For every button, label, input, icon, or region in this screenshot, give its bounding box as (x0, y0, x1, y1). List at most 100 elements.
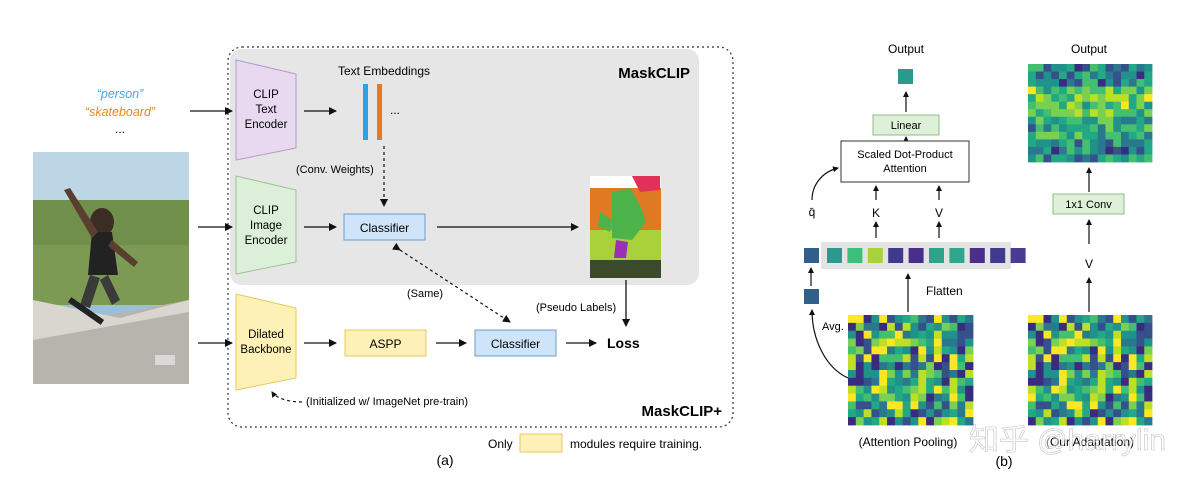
heatmap-ours-cell (1105, 409, 1114, 418)
heatmap-ours-cell (1090, 362, 1099, 371)
heatmap-ours-cell (1113, 346, 1122, 355)
heatmap-attn-pool-cell (957, 330, 966, 339)
heatmap-output-cell (1051, 124, 1060, 133)
heatmap-attn-pool-cell (879, 330, 888, 339)
classifier2-box (474, 329, 557, 357)
heatmap-attn-pool-cell (887, 338, 896, 347)
heatmap-output-cell (1113, 139, 1122, 148)
heatmap-attn-pool-cell (918, 354, 927, 363)
heatmap-ours-cell (1090, 409, 1099, 418)
dense-output-map (1028, 64, 1153, 163)
heatmap-ours-cell (1144, 377, 1153, 387)
heatmap-ours-cell (1035, 322, 1044, 332)
heatmap-ours-cell (1074, 330, 1083, 339)
heatmap-ours-cell (1144, 417, 1153, 426)
heatmap-output-cell (1121, 131, 1130, 140)
heatmap-ours-cell (1082, 417, 1091, 426)
heatmap-ours-cell (1136, 354, 1145, 363)
heatmap-attn-pool-cell (887, 362, 896, 371)
heatmap-attn-pool-cell (902, 401, 911, 410)
heatmap-output-cell (1043, 71, 1052, 80)
attention-box (840, 140, 970, 183)
heatmap-ours-cell (1113, 417, 1122, 426)
heatmap-attn-pool-cell (910, 417, 919, 426)
caption-attention-pooling: (Attention Pooling) (859, 435, 958, 449)
heatmap-ours-cell (1144, 315, 1153, 324)
heatmap-ours-cell (1066, 354, 1075, 363)
heatmap-ours-cell (1105, 393, 1114, 402)
arrow-q-to-attention (811, 166, 839, 201)
heatmap-attn-pool-cell (957, 409, 966, 418)
heatmap-output-cell (1128, 116, 1137, 125)
heatmap-attn-pool-cell (941, 385, 950, 394)
heatmap-output-cell (1059, 116, 1068, 125)
heatmap-attn-pool-cell (863, 409, 872, 418)
heatmap-output-cell (1082, 109, 1091, 118)
heatmap-attn-pool-cell (918, 322, 927, 332)
heatmap-output-cell (1097, 154, 1106, 163)
heatmap-output-cell (1128, 71, 1137, 80)
heatmap-attn-pool-cell (941, 370, 950, 379)
conv-box (1052, 193, 1125, 215)
heatmap-output-cell (1035, 101, 1044, 110)
heatmap-attn-pool-cell (887, 354, 896, 363)
backbone-line2: Backbone (240, 344, 291, 356)
heatmap-attn-pool-cell (863, 346, 872, 355)
heatmap-ours-cell (1066, 346, 1075, 355)
heatmap-ours-cell (1144, 338, 1153, 347)
heatmap-output-cell (1043, 109, 1052, 118)
heatmap-attn-pool-cell (957, 370, 966, 379)
heatmap-attn-pool-cell (879, 338, 888, 347)
heatmap-output-cell (1074, 79, 1083, 88)
heatmap-attn-pool-cell (871, 338, 880, 347)
heatmap-ours-cell (1105, 401, 1114, 410)
heatmap-ours-cell (1128, 370, 1137, 379)
heatmap-output-cell (1035, 86, 1044, 95)
heatmap-output-cell (1028, 86, 1037, 95)
heatmap-attn-pool-cell (902, 362, 911, 371)
heatmap-ours-cell (1059, 362, 1068, 371)
heatmap-ours-cell (1035, 354, 1044, 363)
heatmap-ours-cell (1043, 362, 1052, 371)
aspp-label: ASPP (369, 337, 401, 351)
heatmap-ours-cell (1066, 393, 1075, 402)
heatmap-ours-cell (1097, 354, 1106, 363)
heatmap-output-cell (1074, 109, 1083, 118)
heatmap-output-cell (1097, 109, 1106, 118)
heatmap-output-cell (1090, 131, 1099, 140)
heatmap-attn-pool-cell (902, 377, 911, 387)
q-label: q̄ (809, 205, 816, 219)
aspp-box (344, 329, 427, 357)
heatmap-ours-cell (1066, 409, 1075, 418)
heatmap-output-cell (1121, 109, 1130, 118)
dilated-backbone (235, 293, 297, 391)
heatmap-output-cell (1059, 94, 1068, 103)
heatmap-ours-cell (1121, 362, 1130, 371)
heatmap-output-cell (1082, 139, 1091, 148)
heatmap-attn-pool-cell (871, 377, 880, 387)
heatmap-output-cell (1066, 64, 1075, 72)
heatmap-output-cell (1128, 79, 1137, 88)
heatmap-ours-cell (1136, 409, 1145, 418)
heatmap-attn-pool-cell (965, 401, 974, 410)
heatmap-ours-cell (1028, 338, 1037, 347)
heatmap-attn-pool-cell (879, 409, 888, 418)
heatmap-ours-cell (1051, 354, 1060, 363)
heatmap-ours-cell (1066, 322, 1075, 332)
heatmap-attn-pool-cell (871, 393, 880, 402)
heatmap-attn-pool-cell (957, 362, 966, 371)
heatmap-attn-pool-cell (894, 370, 904, 379)
heatmap-ours-cell (1105, 385, 1114, 394)
heatmap-ours-cell (1090, 417, 1099, 426)
heatmap-output-cell (1082, 71, 1091, 80)
heatmap-attn-pool-cell (933, 393, 943, 402)
heatmap-ours-cell (1051, 330, 1060, 339)
heatmap-output-cell (1082, 64, 1091, 72)
heatmap-attn-pool-cell (957, 385, 966, 394)
heatmap-output-cell (1043, 79, 1052, 88)
heatmap-ours-cell (1035, 362, 1044, 371)
heatmap-attn-pool-cell (887, 346, 896, 355)
text-encoder-line3: Encoder (245, 119, 288, 131)
heatmap-ours-cell (1074, 401, 1083, 410)
